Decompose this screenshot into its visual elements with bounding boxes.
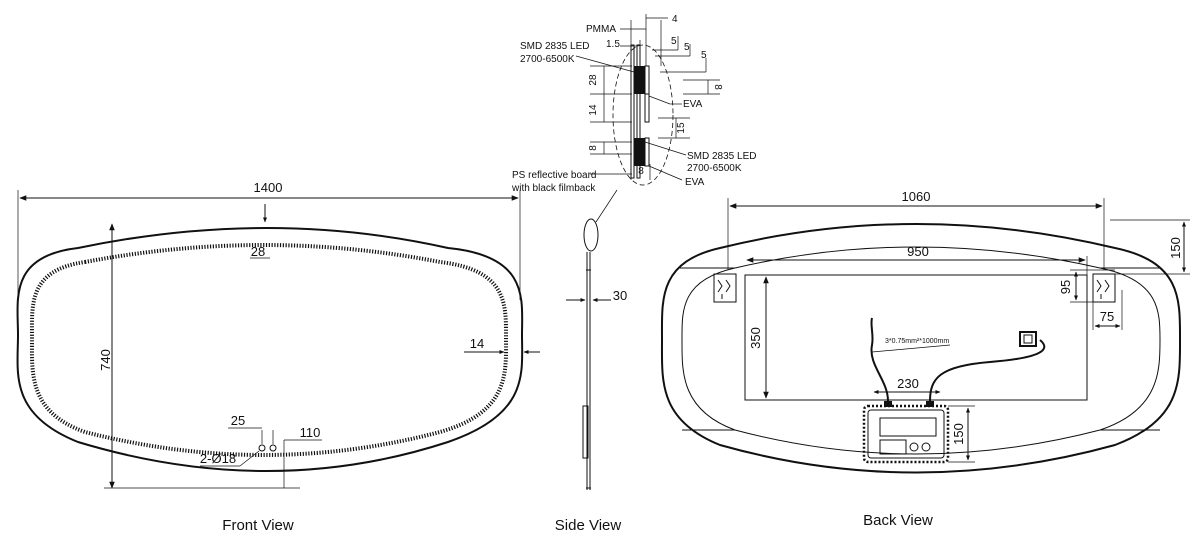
detail-boundary bbox=[612, 44, 674, 186]
back-cable-label: 3*0.75mm²*1000mm bbox=[885, 338, 949, 345]
detail-dim-28: 28 bbox=[588, 74, 599, 86]
back-inner-width-dim: 950 bbox=[907, 244, 929, 259]
back-bevel-outline bbox=[681, 246, 1161, 455]
side-detail-callout bbox=[583, 218, 599, 252]
detail-board-line2: with black filmback bbox=[511, 183, 596, 194]
front-height-dim: 740 bbox=[98, 349, 113, 371]
front-width-dim: 1400 bbox=[254, 180, 283, 195]
back-cable-left bbox=[870, 317, 889, 402]
side-power-box bbox=[582, 405, 589, 459]
front-inset-top-dim: 28 bbox=[251, 244, 265, 259]
front-hole-spacing-dim: 25 bbox=[231, 413, 245, 428]
detail-strip bbox=[644, 93, 650, 123]
detail-dim-15: 15 bbox=[676, 122, 687, 134]
front-view: 1400 740 28 14 25 110 2-Ø18 Front View bbox=[16, 180, 540, 534]
detail-dim-8-right: 8 bbox=[712, 84, 723, 90]
detail-led-top-line2: 2700-6500K bbox=[520, 54, 575, 65]
front-holes-dim: 2-Ø18 bbox=[200, 451, 236, 466]
bracket-right bbox=[1092, 273, 1116, 303]
detail-pmma-label: PMMA bbox=[586, 24, 616, 35]
back-panel-height-dim: 350 bbox=[748, 327, 763, 349]
back-panel bbox=[744, 274, 1088, 401]
front-hole-offset-dim: 110 bbox=[300, 425, 321, 440]
back-bracket-offset-dim: 75 bbox=[1100, 309, 1114, 324]
detail-led-top-line1: SMD 2835 LED bbox=[520, 41, 589, 52]
side-view: 30 Side View bbox=[555, 189, 627, 534]
front-led-strip bbox=[29, 243, 509, 457]
back-top-offset-dim: 150 bbox=[1168, 237, 1183, 259]
front-inset-side-dim: 14 bbox=[470, 336, 484, 351]
detail-eva-top-label: EVA bbox=[683, 99, 703, 110]
detail-dim-8-bottom: 8 bbox=[638, 166, 644, 177]
back-cable-right bbox=[929, 339, 1046, 402]
front-hole-right bbox=[269, 444, 277, 452]
back-width-dim: 1060 bbox=[902, 189, 931, 204]
back-view-caption: Back View bbox=[863, 512, 933, 529]
detail-led-bottom-line1: SMD 2835 LED bbox=[687, 151, 756, 162]
detail-dim-5c: 5 bbox=[701, 50, 707, 61]
detail-dim-1-5: 1.5 bbox=[606, 39, 620, 50]
side-thickness-dim: 30 bbox=[613, 288, 627, 303]
back-power-box bbox=[862, 404, 950, 464]
front-view-caption: Front View bbox=[222, 517, 294, 534]
back-box-height-dim: 150 bbox=[951, 423, 966, 445]
detail-dim-5b: 5 bbox=[684, 42, 690, 53]
front-hole-left bbox=[258, 444, 266, 452]
detail-dim-14: 14 bbox=[588, 104, 599, 116]
front-mirror-outline bbox=[16, 227, 524, 472]
detail-eva-top bbox=[644, 65, 650, 95]
detail-eva-bottom bbox=[644, 137, 650, 167]
detail-led-bottom bbox=[634, 138, 645, 166]
detail-led-top bbox=[634, 66, 645, 94]
section-detail: PMMA 4 1.5 5 5 5 8 SMD 2835 LED 2700-650… bbox=[511, 14, 756, 194]
bracket-left bbox=[713, 273, 737, 303]
back-mirror-outline bbox=[660, 223, 1182, 474]
back-bracket-height-dim: 95 bbox=[1058, 280, 1073, 294]
detail-dim-8-left: 8 bbox=[588, 145, 599, 151]
back-box-width-dim: 230 bbox=[897, 376, 919, 391]
back-view: 1060 950 150 95 75 350 230 bbox=[660, 189, 1190, 529]
detail-dim-5a: 5 bbox=[671, 36, 677, 47]
side-view-caption: Side View bbox=[555, 517, 622, 534]
detail-led-bottom-line2: 2700-6500K bbox=[687, 163, 742, 174]
detail-dim-4: 4 bbox=[672, 14, 678, 25]
detail-board-line1: PS reflective board bbox=[512, 170, 597, 181]
detail-eva-bottom-label: EVA bbox=[685, 177, 705, 188]
back-switch bbox=[1019, 331, 1037, 347]
